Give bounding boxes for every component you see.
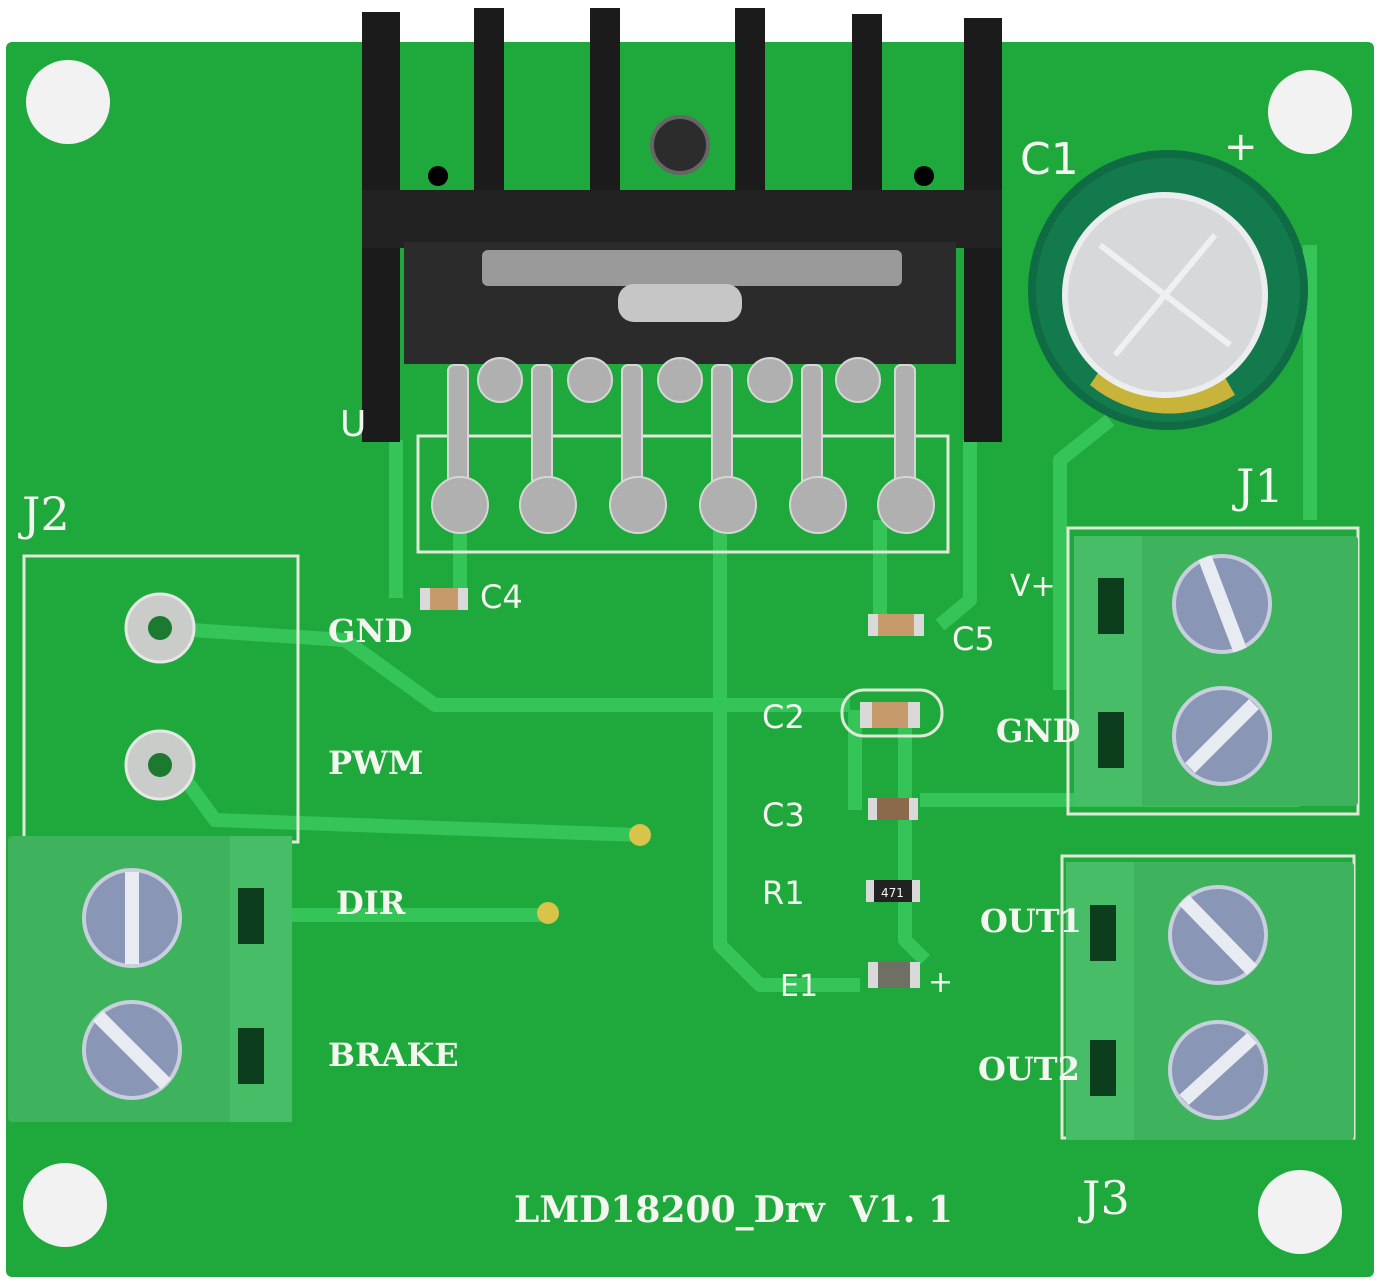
lmd18200-ic xyxy=(404,242,956,364)
mounting-hole-top-left xyxy=(26,60,110,144)
board-version-label: LMD18200_Drv V1. 1 xyxy=(514,1189,953,1231)
j3-terminal-block xyxy=(1066,862,1354,1140)
pcb-substrate xyxy=(6,42,1374,1277)
label-c2: C2 xyxy=(762,698,805,736)
j2-pad-gnd-hole xyxy=(148,616,172,640)
mounting-hole-bottom-right xyxy=(1258,1170,1342,1254)
pin-label-brake: BRAKE xyxy=(328,1036,459,1074)
smd-components xyxy=(420,588,944,988)
pin-label-out2: OUT2 xyxy=(978,1050,1080,1088)
via-2 xyxy=(537,902,559,924)
label-c3: C3 xyxy=(762,796,805,834)
mounting-hole-top-right xyxy=(1268,70,1352,154)
r1-marking: 471 xyxy=(881,886,904,900)
pin-label-out1: OUT1 xyxy=(980,902,1082,940)
pin-label-gnd: GND xyxy=(328,612,412,650)
label-c1-plus: + xyxy=(1224,124,1258,170)
pin-label-v-plus: V+ xyxy=(1010,569,1056,604)
ic-leads xyxy=(431,357,935,534)
j2-pad-pwm-hole xyxy=(148,753,172,777)
j2-terminal-block xyxy=(8,836,292,1122)
label-j1: J1 xyxy=(1232,459,1284,513)
ic-pin-outline xyxy=(416,434,950,554)
label-e1-plus: + xyxy=(928,965,953,1000)
pin-label-gnd-j1: GND xyxy=(996,712,1080,750)
heatsink xyxy=(362,8,1002,442)
label-u: U xyxy=(340,404,366,445)
j1-terminal-block xyxy=(1074,536,1358,806)
c1-electrolytic-capacitor xyxy=(1028,150,1308,430)
pin-label-dir: DIR xyxy=(336,884,406,922)
via-1 xyxy=(629,824,651,846)
label-e1: E1 xyxy=(780,969,818,1004)
label-c4: C4 xyxy=(480,578,523,616)
label-j2: J2 xyxy=(18,487,70,541)
mounting-hole-bottom-left xyxy=(23,1163,107,1247)
label-c1: C1 xyxy=(1020,134,1079,185)
pin-label-pwm: PWM xyxy=(328,744,423,782)
label-c5: C5 xyxy=(952,620,995,658)
label-j3: J3 xyxy=(1078,1171,1130,1225)
label-r1: R1 xyxy=(762,874,805,912)
